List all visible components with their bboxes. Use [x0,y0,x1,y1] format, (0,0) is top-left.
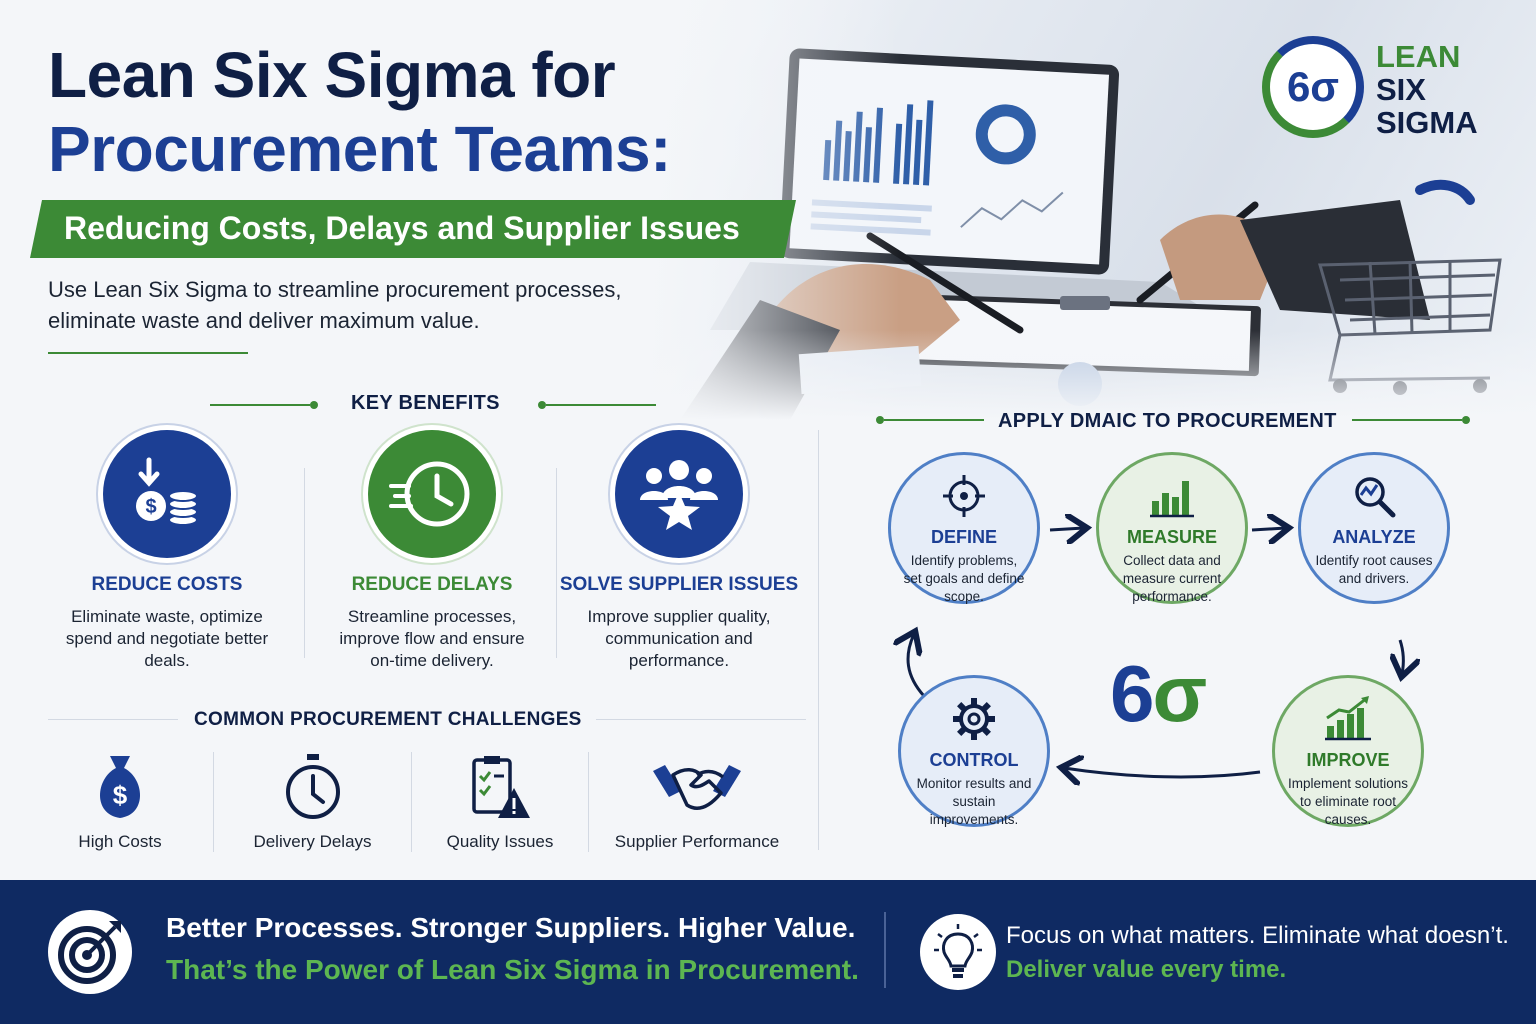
target-arrow-icon [48,910,132,994]
title-line-2: Procurement Teams: [48,113,671,185]
phase-title: CONTROL [929,750,1019,770]
title-line-1: Lean Six Sigma for [48,39,616,111]
benefits-dot-left [310,401,318,409]
footer-tagline-1: Better Processes. Stronger Suppliers. Hi… [166,912,856,943]
subtitle: Reducing Costs, Delays and Supplier Issu… [64,210,740,246]
logo-wordmark: LEAN SIX SIGMA [1376,40,1478,139]
svg-text:$: $ [113,780,128,810]
money-bag-icon: $ [60,752,180,822]
dmaic-dot-left [876,416,884,424]
phase-title: ANALYZE [1332,527,1416,547]
stopwatch-icon [245,752,380,822]
footer-tagline-2: That’s the Power of Lean Six Sigma in Pr… [166,954,859,985]
phase-desc: Identify root causes and drivers. [1315,553,1433,586]
magnifier-trend-icon [1301,473,1447,519]
benefit-title: SOLVE SUPPLIER ISSUES [559,574,799,595]
challenge-divider [411,752,412,852]
benefits-rule-left [210,404,310,406]
checklist-warning-icon [440,752,560,822]
key-benefits-heading: KEY BENEFITS [351,392,500,414]
benefits-rule-right [546,404,656,406]
fast-clock-icon [368,430,496,558]
six-sigma-center-mark: 6σ [1110,648,1208,740]
dmaic-rule-right [1352,419,1462,421]
benefit-desc: Streamline processes, improve flow and e… [339,607,525,670]
column-divider [818,430,819,850]
logo-word-lean: LEAN [1376,39,1461,74]
challenge-label: Quality Issues [446,832,554,851]
challenge-label: High Costs [78,832,162,851]
dollar-coins-icon: $ [103,430,231,558]
intro-divider [48,352,248,354]
logo-mark: 6σ [1262,36,1364,138]
benefit-reduce-costs: $ REDUCE COSTS Eliminate waste, optimize… [42,430,292,672]
challenge-divider [213,752,214,852]
dmaic-heading: APPLY DMAIC TO PROCUREMENT [998,410,1337,432]
intro-text: Use Lean Six Sigma to streamline procure… [48,277,622,333]
phase-desc: Implement solutions to eliminate root ca… [1287,776,1409,827]
challenges-heading: COMMON PROCUREMENT CHALLENGES [194,709,582,730]
footer-message-2: Deliver value every time. [1006,956,1287,983]
sigma-six: 6 [1110,649,1154,738]
target-crosshair-icon [891,473,1037,519]
benefit-desc: Eliminate waste, optimize spend and nego… [65,607,269,670]
challenge-high-costs: $ High Costs [60,752,180,852]
dmaic-define: DEFINE Identify problems, set goals and … [888,452,1040,604]
logo-sigma-text: 6σ [1286,63,1340,110]
benefit-title: REDUCE DELAYS [351,574,513,595]
lightbulb-icon [920,914,996,990]
challenges-rule-left [48,719,178,720]
footer-message-1: Focus on what matters. Eliminate what do… [1006,922,1509,949]
challenge-label: Supplier Performance [614,832,780,851]
logo-word-six: SIX [1376,72,1426,107]
phase-desc: Collect data and measure current perform… [1122,553,1222,604]
phase-title: DEFINE [930,527,997,547]
challenge-quality-issues: Quality Issues [440,752,560,852]
benefit-divider [556,468,557,658]
challenge-delivery-delays: Delivery Delays [245,752,380,852]
benefit-reduce-delays: REDUCE DELAYS Streamline processes, impr… [307,430,557,672]
subtitle-banner [30,200,796,258]
benefit-supplier-issues: SOLVE SUPPLIER ISSUES Improve supplier q… [554,430,804,672]
phase-desc: Monitor results and sustain improvements… [916,776,1032,827]
benefit-title: REDUCE COSTS [91,574,243,595]
handshake-icon [612,752,782,822]
footer-divider [884,912,886,988]
benefits-dot-right [538,401,546,409]
phase-title: MEASURE [1126,527,1217,547]
dmaic-control: CONTROL Monitor results and sustain impr… [898,675,1050,827]
gear-icon [901,696,1047,742]
challenges-rule-right [596,719,806,720]
logo-word-sigma: SIGMA [1376,105,1478,140]
dmaic-rule-left [884,419,984,421]
svg-text:$: $ [145,496,156,518]
dmaic-analyze: ANALYZE Identify root causes and drivers… [1298,452,1450,604]
challenge-label: Delivery Delays [253,832,372,851]
challenge-supplier-performance: Supplier Performance [612,752,782,852]
benefit-divider [304,468,305,658]
dmaic-improve: IMPROVE Implement solutions to eliminate… [1272,675,1424,827]
footer-bar [0,880,1536,1024]
team-star-icon [615,430,743,558]
challenge-divider [588,752,589,852]
benefit-desc: Improve supplier quality, communication … [587,607,771,670]
growth-chart-icon [1275,696,1421,742]
phase-title: IMPROVE [1306,750,1390,770]
phase-desc: Identify problems, set goals and define … [903,553,1025,604]
bar-chart-icon [1099,473,1245,519]
sigma-symbol: σ [1152,649,1208,738]
dmaic-measure: MEASURE Collect data and measure current… [1096,452,1248,604]
hero-fade-bottom [640,330,1536,420]
dmaic-dot-right [1462,416,1470,424]
